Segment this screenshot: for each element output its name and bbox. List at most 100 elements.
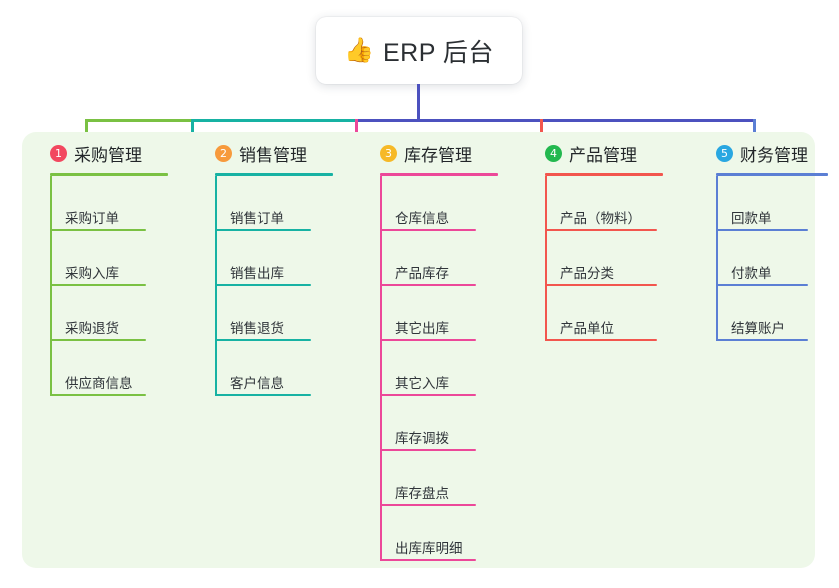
list-item-rule: [545, 339, 657, 341]
column-items-sales: 销售订单销售出库销售退货客户信息: [199, 176, 333, 396]
list-item-rule: [50, 284, 146, 286]
list-item-rule: [545, 284, 657, 286]
column-header-purchasing[interactable]: 1 采购管理: [34, 140, 168, 166]
list-item-rule: [50, 394, 146, 396]
column-spine-sales: [215, 176, 217, 396]
list-item[interactable]: 库存盘点: [380, 451, 498, 506]
list-item-label: 库存调拨: [395, 431, 449, 446]
list-item-label: 销售出库: [230, 266, 284, 281]
connector-bus-indigo: [355, 119, 755, 122]
root-node-title: ERP 后台: [382, 38, 494, 67]
list-item-rule: [380, 284, 476, 286]
column-badge-product: 4: [545, 144, 562, 162]
list-item-rule: [716, 284, 808, 286]
column-items-inventory: 仓库信息产品库存其它出库其它入库库存调拨库存盘点出库库明细: [364, 176, 498, 561]
list-item-rule: [716, 339, 808, 341]
list-item[interactable]: 出库库明细: [380, 506, 498, 561]
column-title-product: 产品管理: [569, 145, 637, 165]
connector-drop-4: [540, 119, 543, 143]
list-item[interactable]: 付款单: [716, 231, 828, 286]
list-item[interactable]: 采购入库: [50, 231, 168, 286]
list-item-label: 其它出库: [395, 321, 449, 336]
list-item[interactable]: 产品分类: [545, 231, 663, 286]
diagram-panel: [22, 132, 815, 568]
list-item-label: 回款单: [731, 211, 772, 226]
list-item-rule: [380, 559, 476, 561]
list-item-rule: [380, 449, 476, 451]
column-title-inventory: 库存管理: [404, 145, 472, 165]
list-item[interactable]: 库存调拨: [380, 396, 498, 451]
column-title-purchasing: 采购管理: [74, 145, 142, 165]
column-spine-purchasing: [50, 176, 52, 396]
list-item-rule: [380, 394, 476, 396]
list-item-rule: [215, 339, 311, 341]
connector-drop-5: [753, 119, 756, 143]
list-item-label: 供应商信息: [65, 376, 133, 391]
thumbs-up-icon: 👍: [344, 36, 374, 64]
list-item-label: 结算账户: [731, 321, 785, 336]
column-header-product[interactable]: 4 产品管理: [529, 140, 663, 166]
list-item-rule: [50, 339, 146, 341]
column-purchasing: 1 采购管理采购订单采购入库采购退货供应商信息: [34, 140, 168, 396]
list-item-label: 采购入库: [65, 266, 119, 281]
list-item[interactable]: 销售退货: [215, 286, 333, 341]
list-item[interactable]: 其它入库: [380, 341, 498, 396]
list-item[interactable]: 产品单位: [545, 286, 663, 341]
list-item-label: 客户信息: [230, 376, 284, 391]
column-rule-inventory: [380, 173, 498, 176]
column-items-product: 产品（物料） 产品分类产品单位: [529, 176, 663, 341]
list-item[interactable]: 产品（物料）: [545, 176, 663, 231]
list-item[interactable]: 产品库存: [380, 231, 498, 286]
column-spine-inventory: [380, 176, 382, 561]
column-finance: 5 财务管理回款单付款单结算账户: [700, 140, 828, 341]
connector-drop-3: [355, 119, 358, 143]
column-title-finance: 财务管理: [740, 145, 808, 165]
list-item-rule: [380, 229, 476, 231]
list-item-label: 付款单: [731, 266, 772, 281]
list-item[interactable]: 回款单: [716, 176, 828, 231]
list-item-label: 产品（物料）: [560, 211, 641, 226]
connector-drop-2: [191, 119, 194, 143]
list-item[interactable]: 采购订单: [50, 176, 168, 231]
column-items-purchasing: 采购订单采购入库采购退货供应商信息: [34, 176, 168, 396]
list-item-rule: [545, 229, 657, 231]
column-header-finance[interactable]: 5 财务管理: [700, 140, 828, 166]
list-item-label: 库存盘点: [395, 486, 449, 501]
list-item-rule: [215, 229, 311, 231]
list-item[interactable]: 销售订单: [215, 176, 333, 231]
column-spine-product: [545, 176, 547, 341]
column-rule-product: [545, 173, 663, 176]
list-item-label: 其它入库: [395, 376, 449, 391]
list-item[interactable]: 供应商信息: [50, 341, 168, 396]
list-item-rule: [380, 504, 476, 506]
list-item-rule: [215, 284, 311, 286]
list-item[interactable]: 其它出库: [380, 286, 498, 341]
list-item[interactable]: 采购退货: [50, 286, 168, 341]
column-badge-sales: 2: [215, 144, 232, 162]
column-product: 4 产品管理产品（物料） 产品分类产品单位: [529, 140, 663, 341]
column-badge-finance: 5: [716, 144, 733, 162]
column-rule-purchasing: [50, 173, 168, 176]
list-item-label: 采购退货: [65, 321, 119, 336]
connector-root-stem: [417, 84, 420, 122]
column-badge-purchasing: 1: [50, 144, 67, 162]
column-rule-finance: [716, 173, 828, 176]
list-item[interactable]: 仓库信息: [380, 176, 498, 231]
list-item[interactable]: 结算账户: [716, 286, 828, 341]
list-item[interactable]: 销售出库: [215, 231, 333, 286]
connector-bus-teal: [191, 119, 355, 122]
list-item-rule: [380, 339, 476, 341]
list-item-label: 出库库明细: [395, 541, 463, 556]
list-item-label: 产品分类: [560, 266, 614, 281]
root-node-card[interactable]: 👍 ERP 后台: [316, 17, 522, 84]
list-item-label: 采购订单: [65, 211, 119, 226]
list-item-rule: [716, 229, 808, 231]
connector-drop-1: [85, 119, 88, 143]
list-item[interactable]: 客户信息: [215, 341, 333, 396]
list-item-rule: [215, 394, 311, 396]
list-item-label: 仓库信息: [395, 211, 449, 226]
